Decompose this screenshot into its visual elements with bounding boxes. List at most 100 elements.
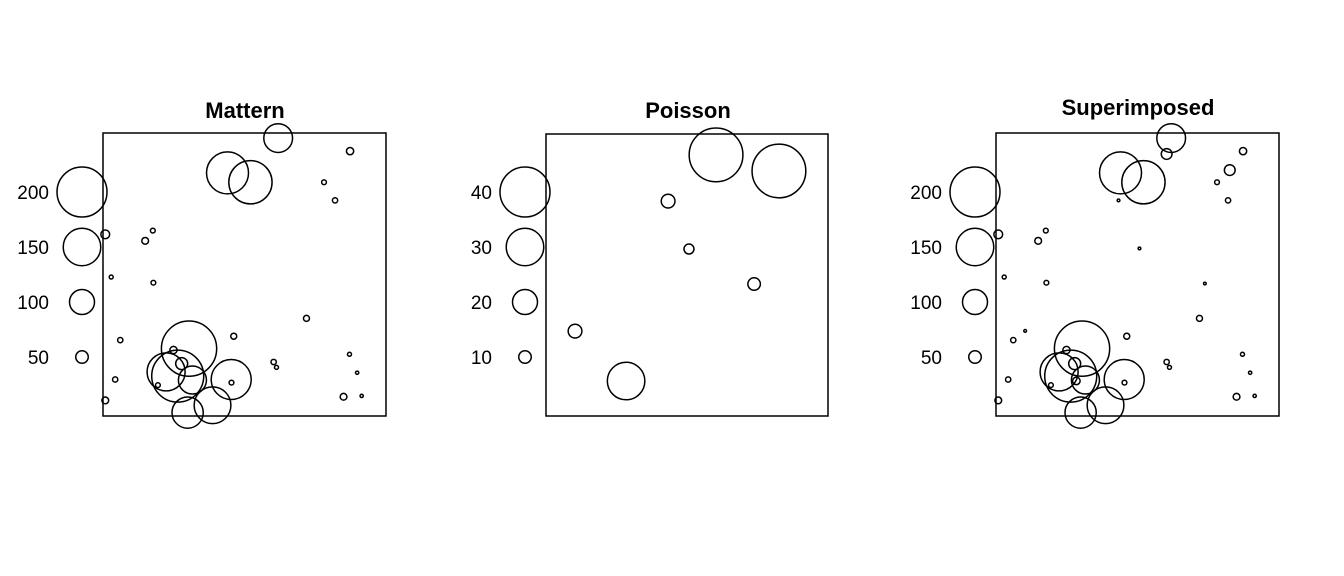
legend-label: 30: [471, 238, 492, 259]
data-point: [229, 332, 238, 340]
panel-title: Mattern: [205, 98, 284, 123]
data-point: [1042, 227, 1049, 234]
data-point: [1252, 393, 1258, 399]
data-point: [149, 227, 156, 234]
data-point: [101, 396, 110, 405]
data-point: [193, 386, 232, 425]
legend-label: 20: [471, 293, 492, 314]
data-point: [1224, 196, 1232, 204]
data-point: [154, 382, 162, 389]
legend-symbol: [961, 288, 989, 316]
data-point: [111, 376, 119, 383]
data-point: [345, 146, 355, 156]
legend-symbol: [56, 166, 108, 218]
data-point: [1023, 328, 1028, 333]
data-point: [273, 364, 280, 371]
data-point: [1067, 356, 1082, 371]
data-point: [1043, 279, 1050, 286]
data-point: [1103, 358, 1145, 401]
legend-symbol: [68, 288, 96, 316]
data-point: [171, 396, 204, 429]
legend-symbol: [955, 227, 995, 267]
data-point: [606, 361, 646, 401]
data-point: [228, 159, 273, 205]
legend-label: 10: [471, 348, 492, 369]
data-point: [346, 351, 353, 358]
data-point: [1116, 198, 1121, 203]
legend-symbol: [499, 166, 551, 218]
legend-label: 150: [910, 238, 942, 259]
data-point: [270, 358, 278, 366]
legend-symbol: [75, 350, 89, 364]
legend-symbol: [968, 350, 982, 364]
data-point: [108, 274, 114, 280]
legend-symbol: [505, 227, 545, 267]
data-point: [1213, 179, 1221, 186]
data-point: [994, 396, 1003, 405]
data-point: [141, 236, 150, 245]
plot-frame: [995, 132, 1280, 417]
data-point: [1001, 274, 1007, 280]
data-point: [100, 229, 111, 240]
legend-symbol: [949, 166, 1001, 218]
data-point: [1137, 246, 1142, 251]
data-point: [1122, 332, 1131, 340]
data-point: [1064, 396, 1097, 429]
data-point: [1071, 376, 1081, 386]
legend-label: 100: [910, 293, 942, 314]
data-point: [1223, 163, 1236, 177]
data-point: [1247, 370, 1253, 376]
data-point: [1053, 320, 1111, 378]
plot-frame: [545, 133, 829, 417]
data-point: [1156, 122, 1187, 154]
data-point: [1232, 392, 1241, 401]
data-point: [688, 127, 744, 183]
data-point: [205, 151, 250, 195]
data-point: [683, 243, 695, 255]
data-point: [1043, 349, 1098, 403]
data-point: [160, 320, 218, 378]
data-point: [210, 358, 252, 401]
data-point: [320, 179, 328, 186]
panel-mattern: Mattern 50 100 150 200: [17, 98, 387, 429]
data-point: [567, 323, 583, 339]
data-point: [1195, 314, 1204, 323]
data-point: [1239, 351, 1246, 358]
data-point: [1034, 236, 1043, 245]
data-point: [1047, 382, 1055, 389]
legend-label: 100: [17, 293, 49, 314]
legend-label: 150: [17, 238, 49, 259]
data-point: [302, 314, 311, 323]
data-point: [1163, 358, 1171, 366]
data-point: [1009, 336, 1017, 344]
data-point: [177, 365, 208, 395]
data-point: [150, 349, 205, 403]
data-point: [660, 193, 676, 209]
legend-symbol: [62, 227, 102, 267]
data-point: [993, 229, 1004, 240]
legend-label: 40: [471, 183, 492, 204]
legend-label: 50: [921, 348, 942, 369]
data-point: [263, 122, 294, 154]
plot-frame: [102, 132, 387, 417]
data-point: [1166, 364, 1173, 371]
data-point: [359, 393, 365, 399]
data-point: [751, 143, 807, 199]
data-point: [1098, 151, 1143, 195]
data-point: [1121, 159, 1166, 205]
legend-label: 50: [28, 348, 49, 369]
data-point: [1202, 281, 1207, 286]
data-point: [331, 196, 339, 204]
data-point: [150, 279, 157, 286]
data-point: [1070, 365, 1101, 395]
legend-symbol: [518, 350, 532, 364]
panel-title: Superimposed: [1062, 95, 1215, 120]
data-point: [747, 277, 762, 292]
data-point: [1121, 379, 1128, 386]
legend-label: 200: [17, 183, 49, 204]
data-point: [116, 336, 124, 344]
data-point: [354, 370, 360, 376]
